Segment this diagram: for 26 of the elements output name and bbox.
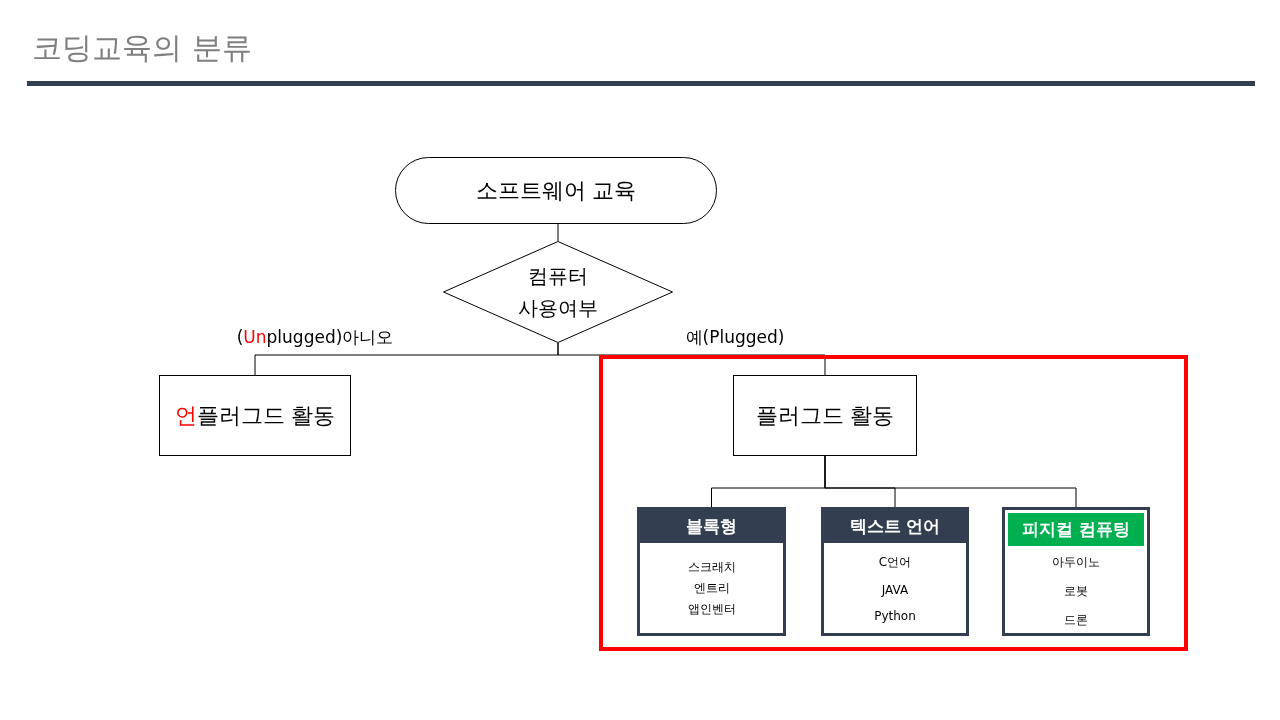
card-header: 피지컬 컴퓨팅 (1008, 513, 1144, 546)
process-box: 플러그드 활동 (733, 375, 917, 456)
connector-line (824, 455, 1077, 508)
category-card (1002, 507, 1150, 636)
card-header: 블록형 (640, 510, 783, 543)
card-item: 엔트리 (693, 579, 730, 597)
card-item: 로봇 (1064, 582, 1088, 600)
edge-label: (Unplugged)아니오 (235, 326, 395, 349)
card-item: C언어 (878, 553, 912, 571)
decision-text: 컴퓨터 사용여부 (517, 263, 599, 322)
card-header: 텍스트 언어 (824, 510, 966, 543)
card-item: JAVA (881, 582, 909, 597)
category-card (637, 507, 786, 636)
card-item: 앱인벤터 (687, 600, 736, 618)
page-title: 코딩교육의 분류 (32, 29, 252, 67)
category-card (821, 507, 969, 636)
highlight-frame (599, 355, 1188, 651)
card-item: Python (874, 608, 916, 623)
process-box: 언플러그드 활동 (159, 375, 351, 456)
terminal-pill: 소프트웨어 교육 (395, 157, 717, 224)
card-item: 드론 (1064, 611, 1088, 629)
connector-line (557, 342, 826, 376)
card-item: 아두이노 (1052, 553, 1100, 571)
connector-line (557, 223, 559, 242)
edge-label: 예(Plugged) (684, 326, 786, 349)
card-item: 스크래치 (687, 558, 736, 576)
